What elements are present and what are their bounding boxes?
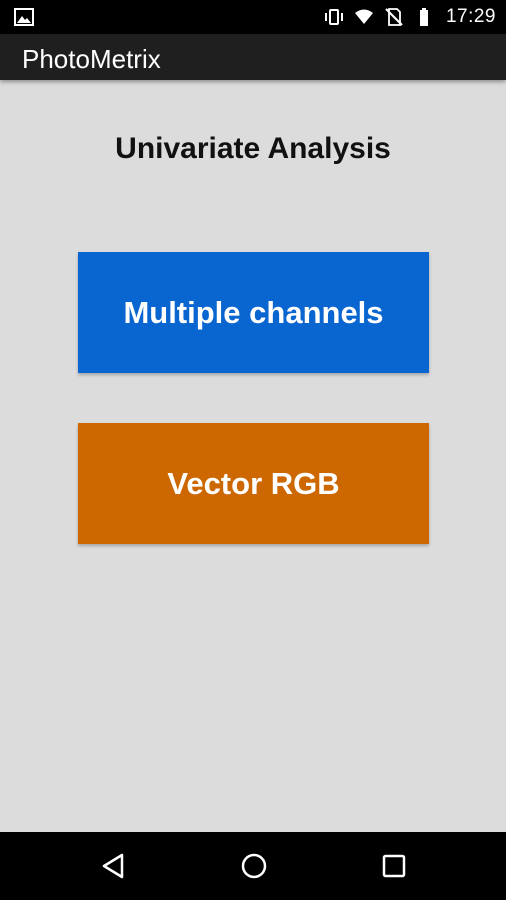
status-icons: 17:29 xyxy=(324,0,496,34)
vibrate-icon xyxy=(324,9,343,25)
multiple-channels-button[interactable]: Multiple channels xyxy=(78,252,429,373)
app-bar: PhotoMetrix xyxy=(0,34,506,80)
recent-apps-button[interactable] xyxy=(374,846,414,886)
app-title: PhotoMetrix xyxy=(22,44,161,74)
status-bar: 17:29 xyxy=(0,0,506,34)
no-sim-icon xyxy=(385,8,403,26)
image-notification-icon xyxy=(14,8,34,26)
page-title: Univariate Analysis xyxy=(115,132,391,165)
back-button[interactable] xyxy=(93,846,133,886)
battery-icon xyxy=(419,8,428,26)
navigation-bar xyxy=(0,832,506,900)
vector-rgb-button[interactable]: Vector RGB xyxy=(78,423,429,544)
back-icon xyxy=(102,853,124,879)
home-icon xyxy=(241,853,267,879)
home-button[interactable] xyxy=(234,846,274,886)
status-time: 17:29 xyxy=(445,6,496,27)
wifi-icon xyxy=(354,9,373,24)
recent-apps-icon xyxy=(382,854,406,878)
